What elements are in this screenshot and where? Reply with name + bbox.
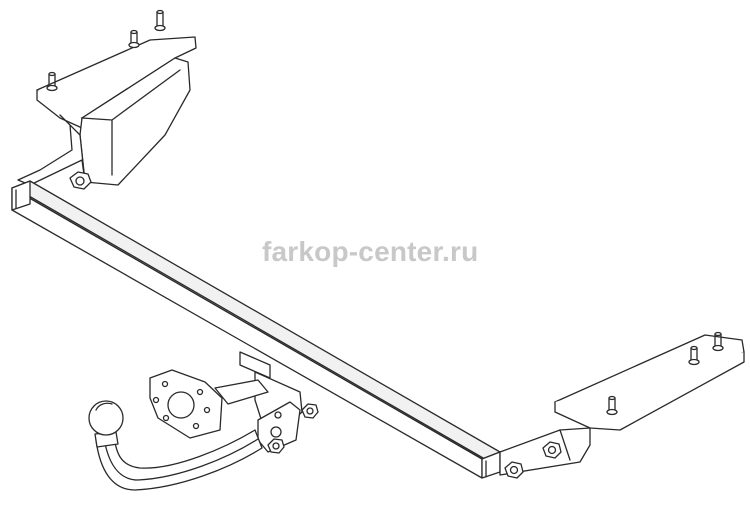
safety-chain-hole: [274, 411, 282, 419]
left-bracket-studs: [46, 9, 166, 92]
centre-mount-plate: [214, 379, 269, 405]
bolt-head: [509, 465, 519, 475]
stud-base: [606, 408, 618, 416]
stud: [130, 29, 138, 35]
crossbar-edge-line: [21, 191, 491, 463]
right-bolts: [504, 441, 562, 479]
right-bracket-studs: [606, 331, 724, 416]
tow-ball-assembly: [88, 351, 319, 491]
bolt-head: [272, 442, 280, 450]
bolt-head: [75, 176, 85, 186]
crossbar-top-face: [11, 180, 501, 460]
right-bracket-web-fold: [559, 429, 571, 461]
stud-base: [154, 24, 166, 32]
stud: [48, 71, 56, 77]
left-bracket-web-fold: [81, 69, 181, 176]
bolt-head: [547, 445, 557, 455]
right-bracket-top-plate-edge: [554, 351, 745, 431]
socket-plate-bolt-hole: [203, 406, 211, 414]
centre-bolts: [267, 403, 319, 454]
socket-plate-bolt-hole: [161, 380, 169, 388]
safety-chain-hole: [270, 426, 282, 438]
left-mounting-bracket: [17, 9, 197, 190]
socket-plate-hole: [167, 391, 195, 419]
socket-plate-bolt-hole: [192, 422, 200, 430]
stud: [156, 9, 164, 15]
stud: [714, 331, 722, 337]
tow-ball: [88, 400, 124, 436]
right-mounting-bracket: [499, 331, 745, 479]
bolt-head: [306, 407, 314, 415]
stud-base: [712, 344, 724, 352]
stud: [690, 345, 698, 351]
stud-base: [46, 84, 58, 92]
tow-ball-neck: [95, 429, 263, 491]
stud-base: [128, 41, 140, 49]
stud: [608, 395, 616, 401]
socket-plate-bolt-hole: [162, 414, 170, 422]
left-bracket-web: [79, 57, 191, 186]
tow-ball-highlight: [95, 402, 113, 411]
tow-ball-neck-edge: [103, 437, 259, 481]
left-bolt: [69, 171, 92, 190]
left-bracket-side: [17, 114, 86, 186]
socket-plate-bolt-hole: [196, 388, 204, 396]
stud-base: [688, 358, 700, 366]
socket-plate-bolt-hole: [152, 396, 160, 404]
